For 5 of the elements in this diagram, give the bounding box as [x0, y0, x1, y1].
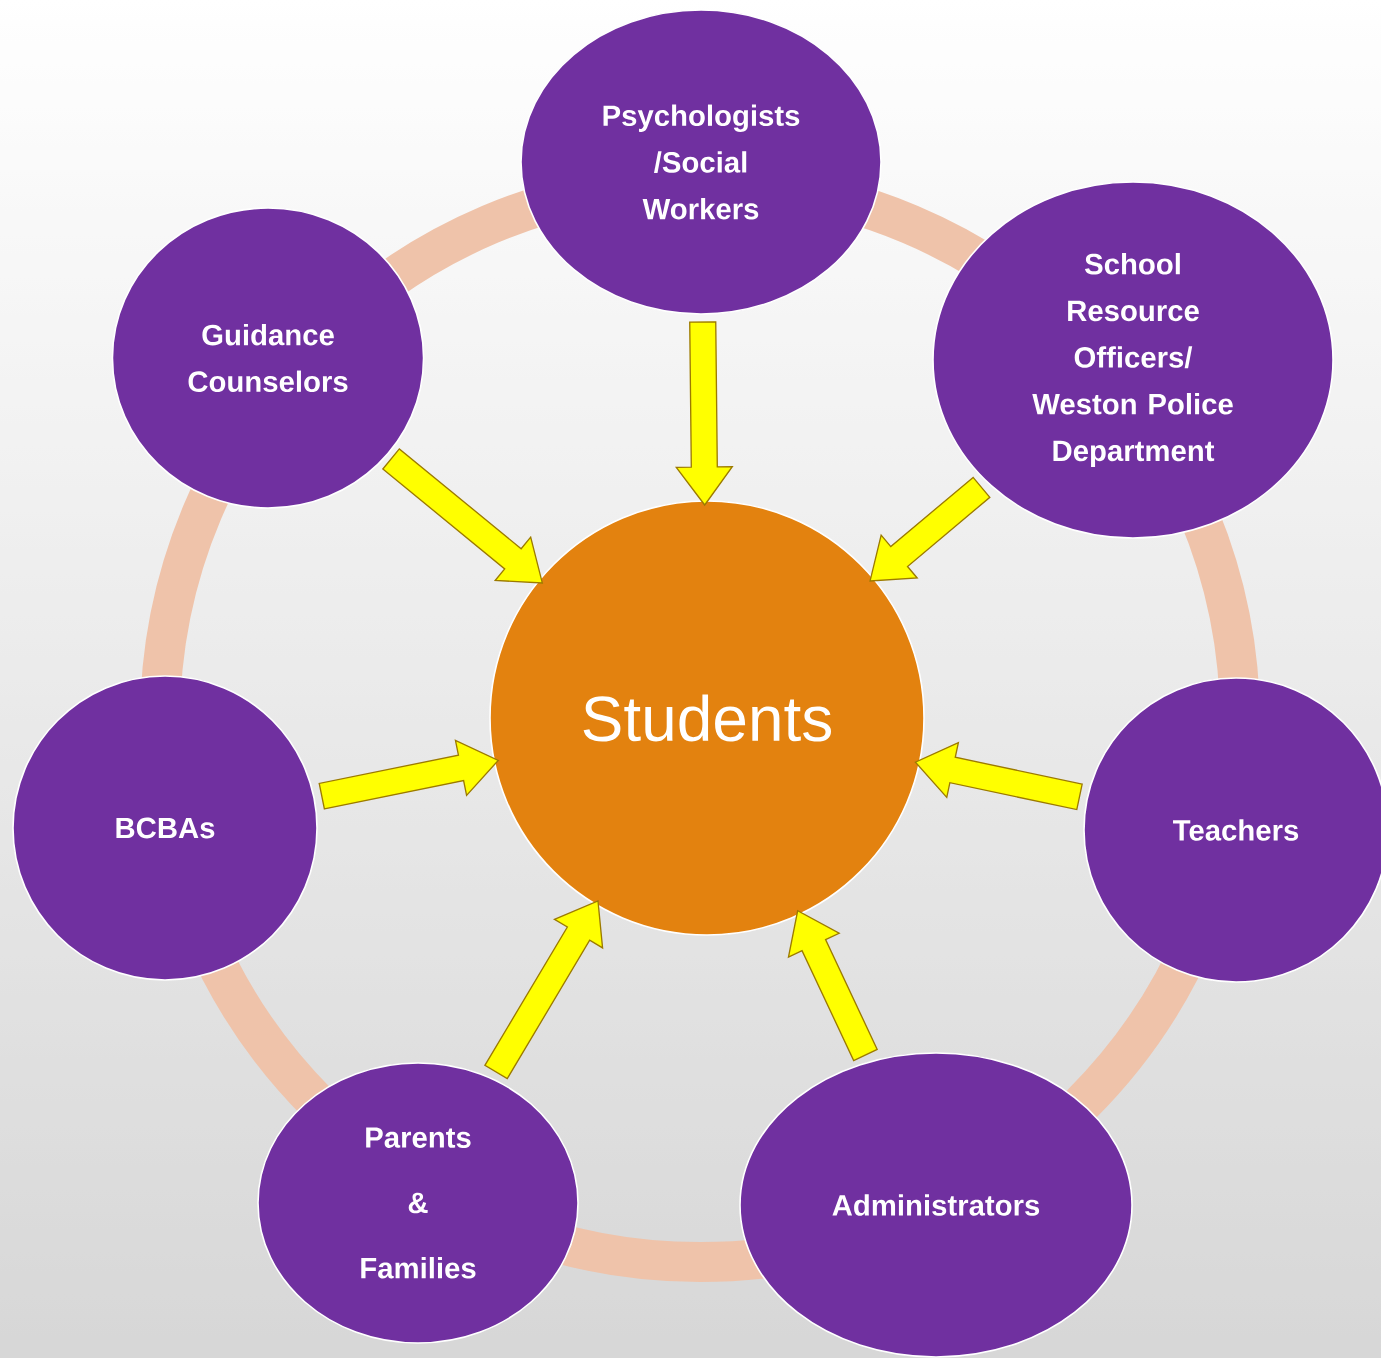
block-arrow [484, 900, 604, 1080]
block-arrow [914, 741, 1083, 811]
block-arrow [318, 739, 500, 810]
block-arrow [674, 321, 734, 507]
block-arrow [869, 476, 991, 582]
